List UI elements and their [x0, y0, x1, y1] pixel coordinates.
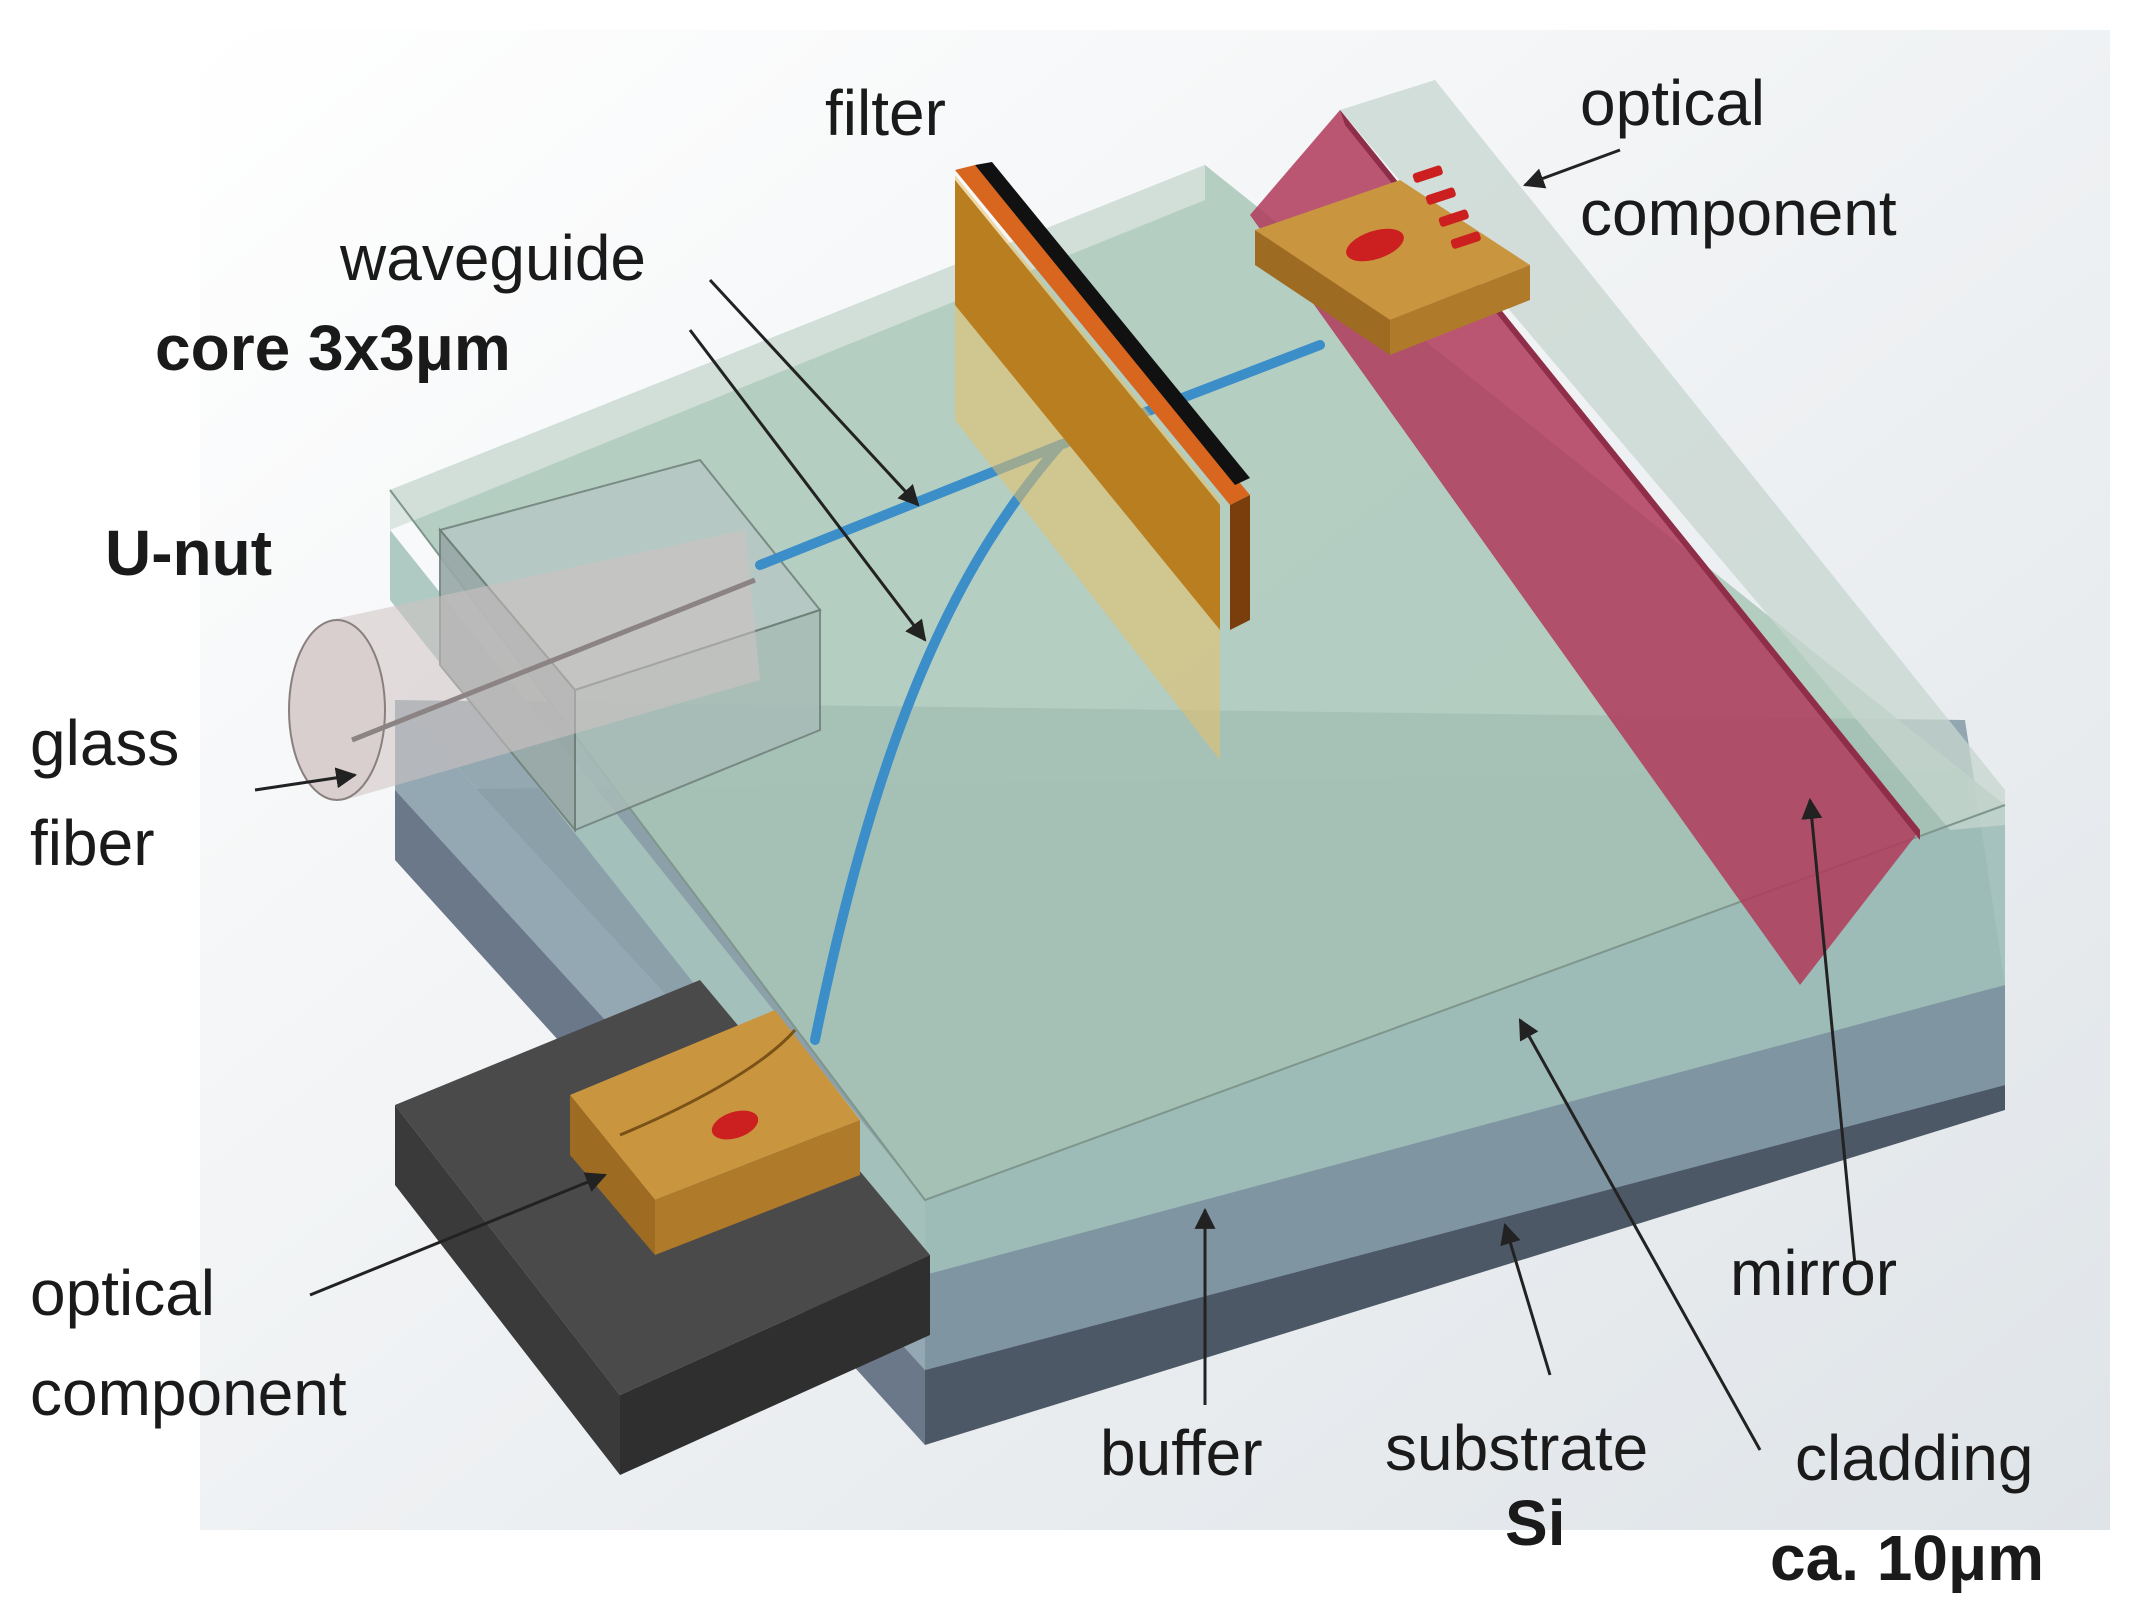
arrow-icon: [708, 278, 920, 507]
label-filter: filter: [825, 77, 946, 149]
label-substrate: substrate: [1385, 1412, 1648, 1484]
label-optical-top-1: optical: [1580, 67, 1765, 139]
arrow-icon: [1523, 148, 1621, 189]
arrow-icon: [1518, 1018, 1762, 1451]
label-glass: glass: [30, 707, 179, 779]
label-u-nut: U-nut: [105, 517, 272, 589]
label-substrate-si: Si: [1505, 1487, 1565, 1559]
label-core: core 3x3μm: [155, 312, 511, 384]
label-cladding-thickness: ca. 10μm: [1770, 1522, 2044, 1594]
arrow-icon: [1500, 1222, 1552, 1376]
annotation-arrows: [254, 148, 1857, 1451]
arrow-icon: [1801, 797, 1857, 1266]
label-waveguide: waveguide: [339, 222, 646, 294]
label-optical-top-2: component: [1580, 177, 1897, 249]
arrow-icon: [309, 1172, 607, 1297]
label-optical-bottom-1: optical: [30, 1257, 215, 1329]
filter: [955, 162, 1250, 760]
optical-component-top: [1255, 165, 1530, 355]
arrow-icon: [254, 767, 358, 792]
label-optical-bottom-2: component: [30, 1357, 347, 1429]
label-fiber: fiber: [30, 807, 155, 879]
arrow-icon: [688, 329, 927, 642]
glass-fiber: [288, 530, 760, 801]
label-buffer: buffer: [1100, 1417, 1263, 1489]
label-mirror: mirror: [1730, 1237, 1897, 1309]
label-cladding: cladding: [1795, 1422, 2033, 1494]
optical-component-bottom: [570, 1010, 860, 1255]
